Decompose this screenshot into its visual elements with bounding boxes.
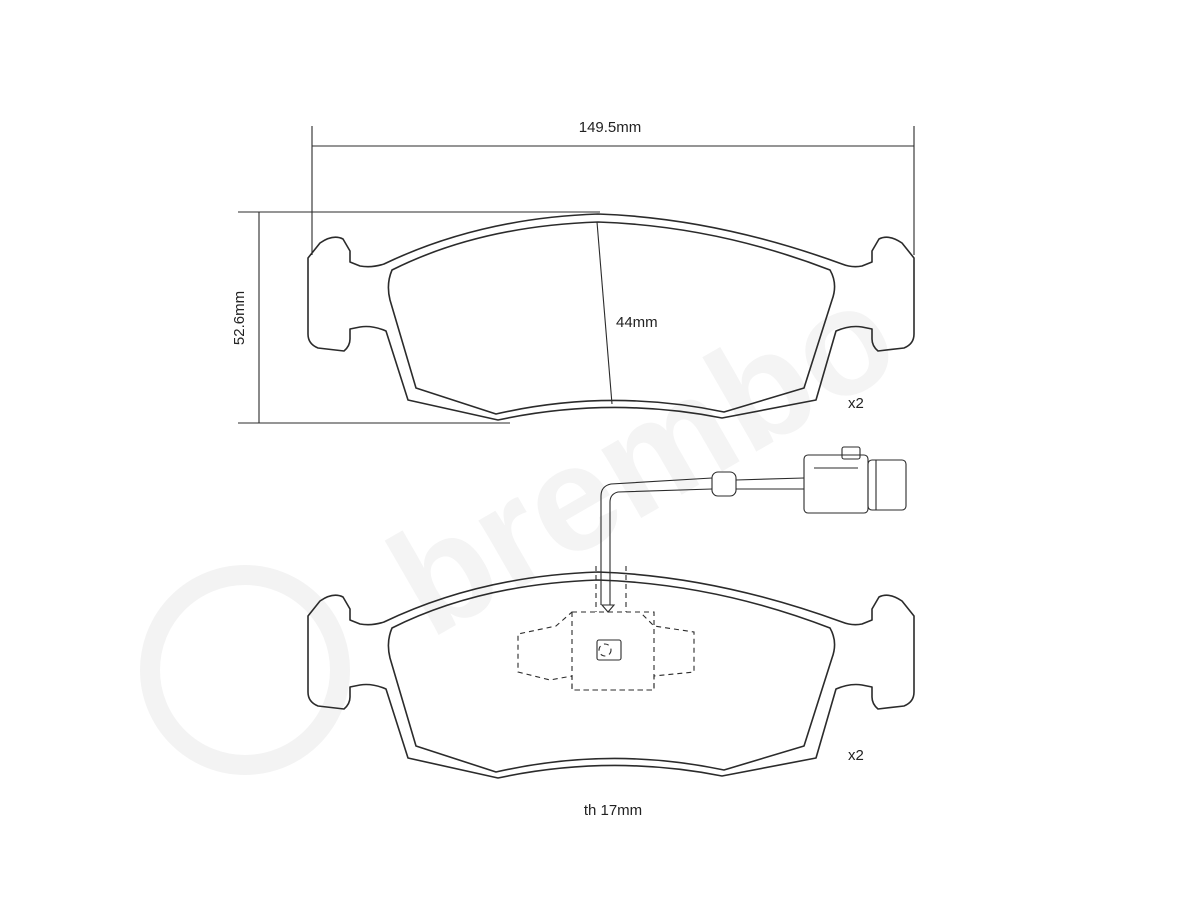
sensor-wire-inner: [609, 488, 713, 574]
bottom-pad-quantity: x2: [848, 747, 864, 764]
sensor-connector-head: [867, 459, 907, 511]
top-pad-backing-plate: [307, 213, 915, 421]
top-pad-quantity: x2: [848, 395, 864, 412]
sensor-clip-core: [571, 611, 655, 691]
bottom-pad-backing-plate: [307, 571, 915, 779]
sensor-connector-body: [803, 454, 869, 514]
sensor-probe: [596, 639, 622, 661]
sensor-probe-hole: [598, 643, 612, 657]
width-label: 149.5mm: [579, 119, 642, 136]
thickness-label: th 17mm: [584, 802, 642, 819]
sensor-clip-outline: [517, 611, 695, 691]
sensor-wire: [600, 477, 713, 574]
bottom-pad-friction-material: [387, 579, 836, 773]
sensor-wire-to-plug: [735, 477, 805, 481]
bottom-brake-pad: x2 th 17mm: [307, 566, 915, 819]
top-pad-friction-material: [387, 221, 836, 415]
watermark-logo-ring: [140, 565, 350, 775]
wear-sensor: [600, 446, 907, 574]
top-brake-pad: 44mm x2: [307, 213, 915, 421]
inner-height-label: 44mm: [616, 314, 658, 331]
sensor-tip-arrow: [600, 604, 616, 613]
height-dimension: 52.6mm: [231, 211, 600, 424]
height-label: 52.6mm: [231, 291, 248, 345]
sensor-wire-sleeve: [711, 471, 737, 497]
watermark-text: brembo: [362, 247, 922, 668]
sensor-connector-latch: [841, 446, 861, 460]
top-pad-inner-height-line: [596, 221, 613, 405]
width-dimension: 149.5mm: [311, 119, 915, 255]
watermark: brembo: [140, 247, 922, 775]
